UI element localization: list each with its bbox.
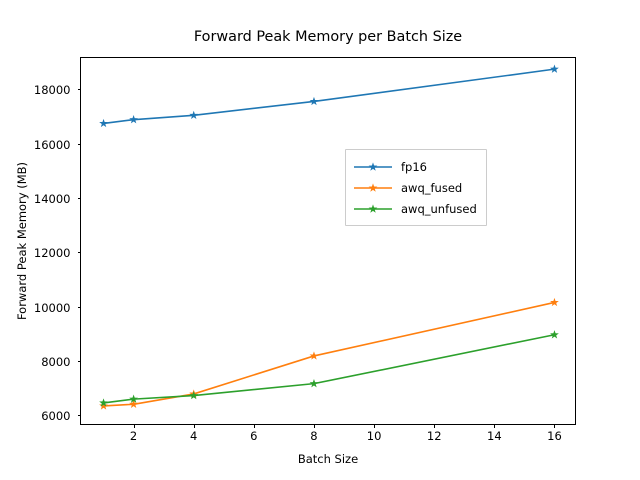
x-tick-8 <box>313 424 315 428</box>
series-marker-awq_unfused-8 <box>309 379 319 388</box>
y-tick-14000: 14000 <box>34 192 81 206</box>
series-marker-fp16-16 <box>550 64 559 73</box>
y-tick-12000: 12000 <box>34 246 81 260</box>
y-tick-8000: 8000 <box>41 355 81 369</box>
x-tick-label-12: 12 <box>426 429 442 443</box>
y-tick-label-12000: 12000 <box>33 246 71 261</box>
x-tick-2 <box>133 424 135 428</box>
series-marker-fp16-1 <box>99 118 108 128</box>
y-tick-10000: 10000 <box>34 301 81 315</box>
legend-item-awq-unfused: awq_unfused <box>353 198 477 219</box>
chart-title: Forward Peak Memory per Batch Size <box>193 29 463 45</box>
x-tick-12 <box>434 424 436 428</box>
x-tick-10 <box>374 424 376 428</box>
x-tick-label-8: 8 <box>310 429 318 443</box>
series-marker-awq_fused-2 <box>129 399 138 408</box>
legend-item-awq-fused: awq_fused <box>353 177 477 198</box>
x-tick-label-16: 16 <box>547 429 562 443</box>
x-tick-14 <box>494 424 496 428</box>
series-marker-awq_fused-1 <box>99 401 108 410</box>
series-marker-awq_unfused-4 <box>189 390 199 400</box>
x-tick-label-2: 2 <box>129 429 138 443</box>
series-marker-awq_fused-16 <box>550 297 559 307</box>
series-marker-awq_fused-8 <box>309 351 319 360</box>
x-tick-label-6: 6 <box>250 429 258 443</box>
legend-label-awq-unfused: awq_unfused <box>401 201 477 216</box>
x-axis-label: Batch Size <box>297 452 359 466</box>
series-line-fp16 <box>103 68 555 125</box>
y-tick-label-16000: 16000 <box>33 137 71 152</box>
series-marker-fp16-2 <box>129 115 138 124</box>
x-tick-label-14: 14 <box>487 429 502 443</box>
series-marker-awq_unfused-1 <box>99 398 108 407</box>
y-tick-label-8000: 8000 <box>41 354 71 369</box>
y-tick-label-14000: 14000 <box>33 191 71 206</box>
y-tick-label-10000: 10000 <box>33 300 71 315</box>
legend-swatch-fp16 <box>354 161 392 171</box>
series-marker-fp16-8 <box>309 96 319 106</box>
x-tick-label-4: 4 <box>190 429 198 443</box>
x-tick-label-10: 10 <box>366 429 382 443</box>
legend-swatch-awq-fused <box>354 182 392 192</box>
x-tick-4 <box>193 424 195 428</box>
legend-label-fp16: fp16 <box>401 159 427 174</box>
series-marker-fp16-4 <box>189 110 199 120</box>
legend-label-awq-fused: awq_fused <box>401 180 463 195</box>
series-layer <box>99 64 559 410</box>
series-marker-awq_unfused-2 <box>129 394 138 403</box>
series-marker-awq_unfused-16 <box>550 330 559 339</box>
legend-item-fp16: fp16 <box>353 156 477 177</box>
x-tick-6 <box>253 424 255 428</box>
series-line-awq_unfused <box>103 333 555 404</box>
plot-area: 6000 8000 10000 12000 14000 16000 18000 2 4 6 8 10… <box>34 57 576 443</box>
y-tick-label-18000: 18000 <box>33 83 71 98</box>
y-tick-6000: 6000 <box>41 409 81 423</box>
series-line-awq_fused <box>103 301 555 407</box>
y-axis-label: Forward Peak Memory (MB) <box>15 161 29 321</box>
y-tick-18000: 18000 <box>34 83 81 97</box>
y-tick-16000: 16000 <box>34 138 81 152</box>
chart-legend: fp16 awq_fused awq_unfused <box>345 149 487 226</box>
y-tick-label-6000: 6000 <box>41 409 71 424</box>
legend-swatch-awq-unfused <box>354 203 392 213</box>
x-tick-16 <box>554 424 556 428</box>
